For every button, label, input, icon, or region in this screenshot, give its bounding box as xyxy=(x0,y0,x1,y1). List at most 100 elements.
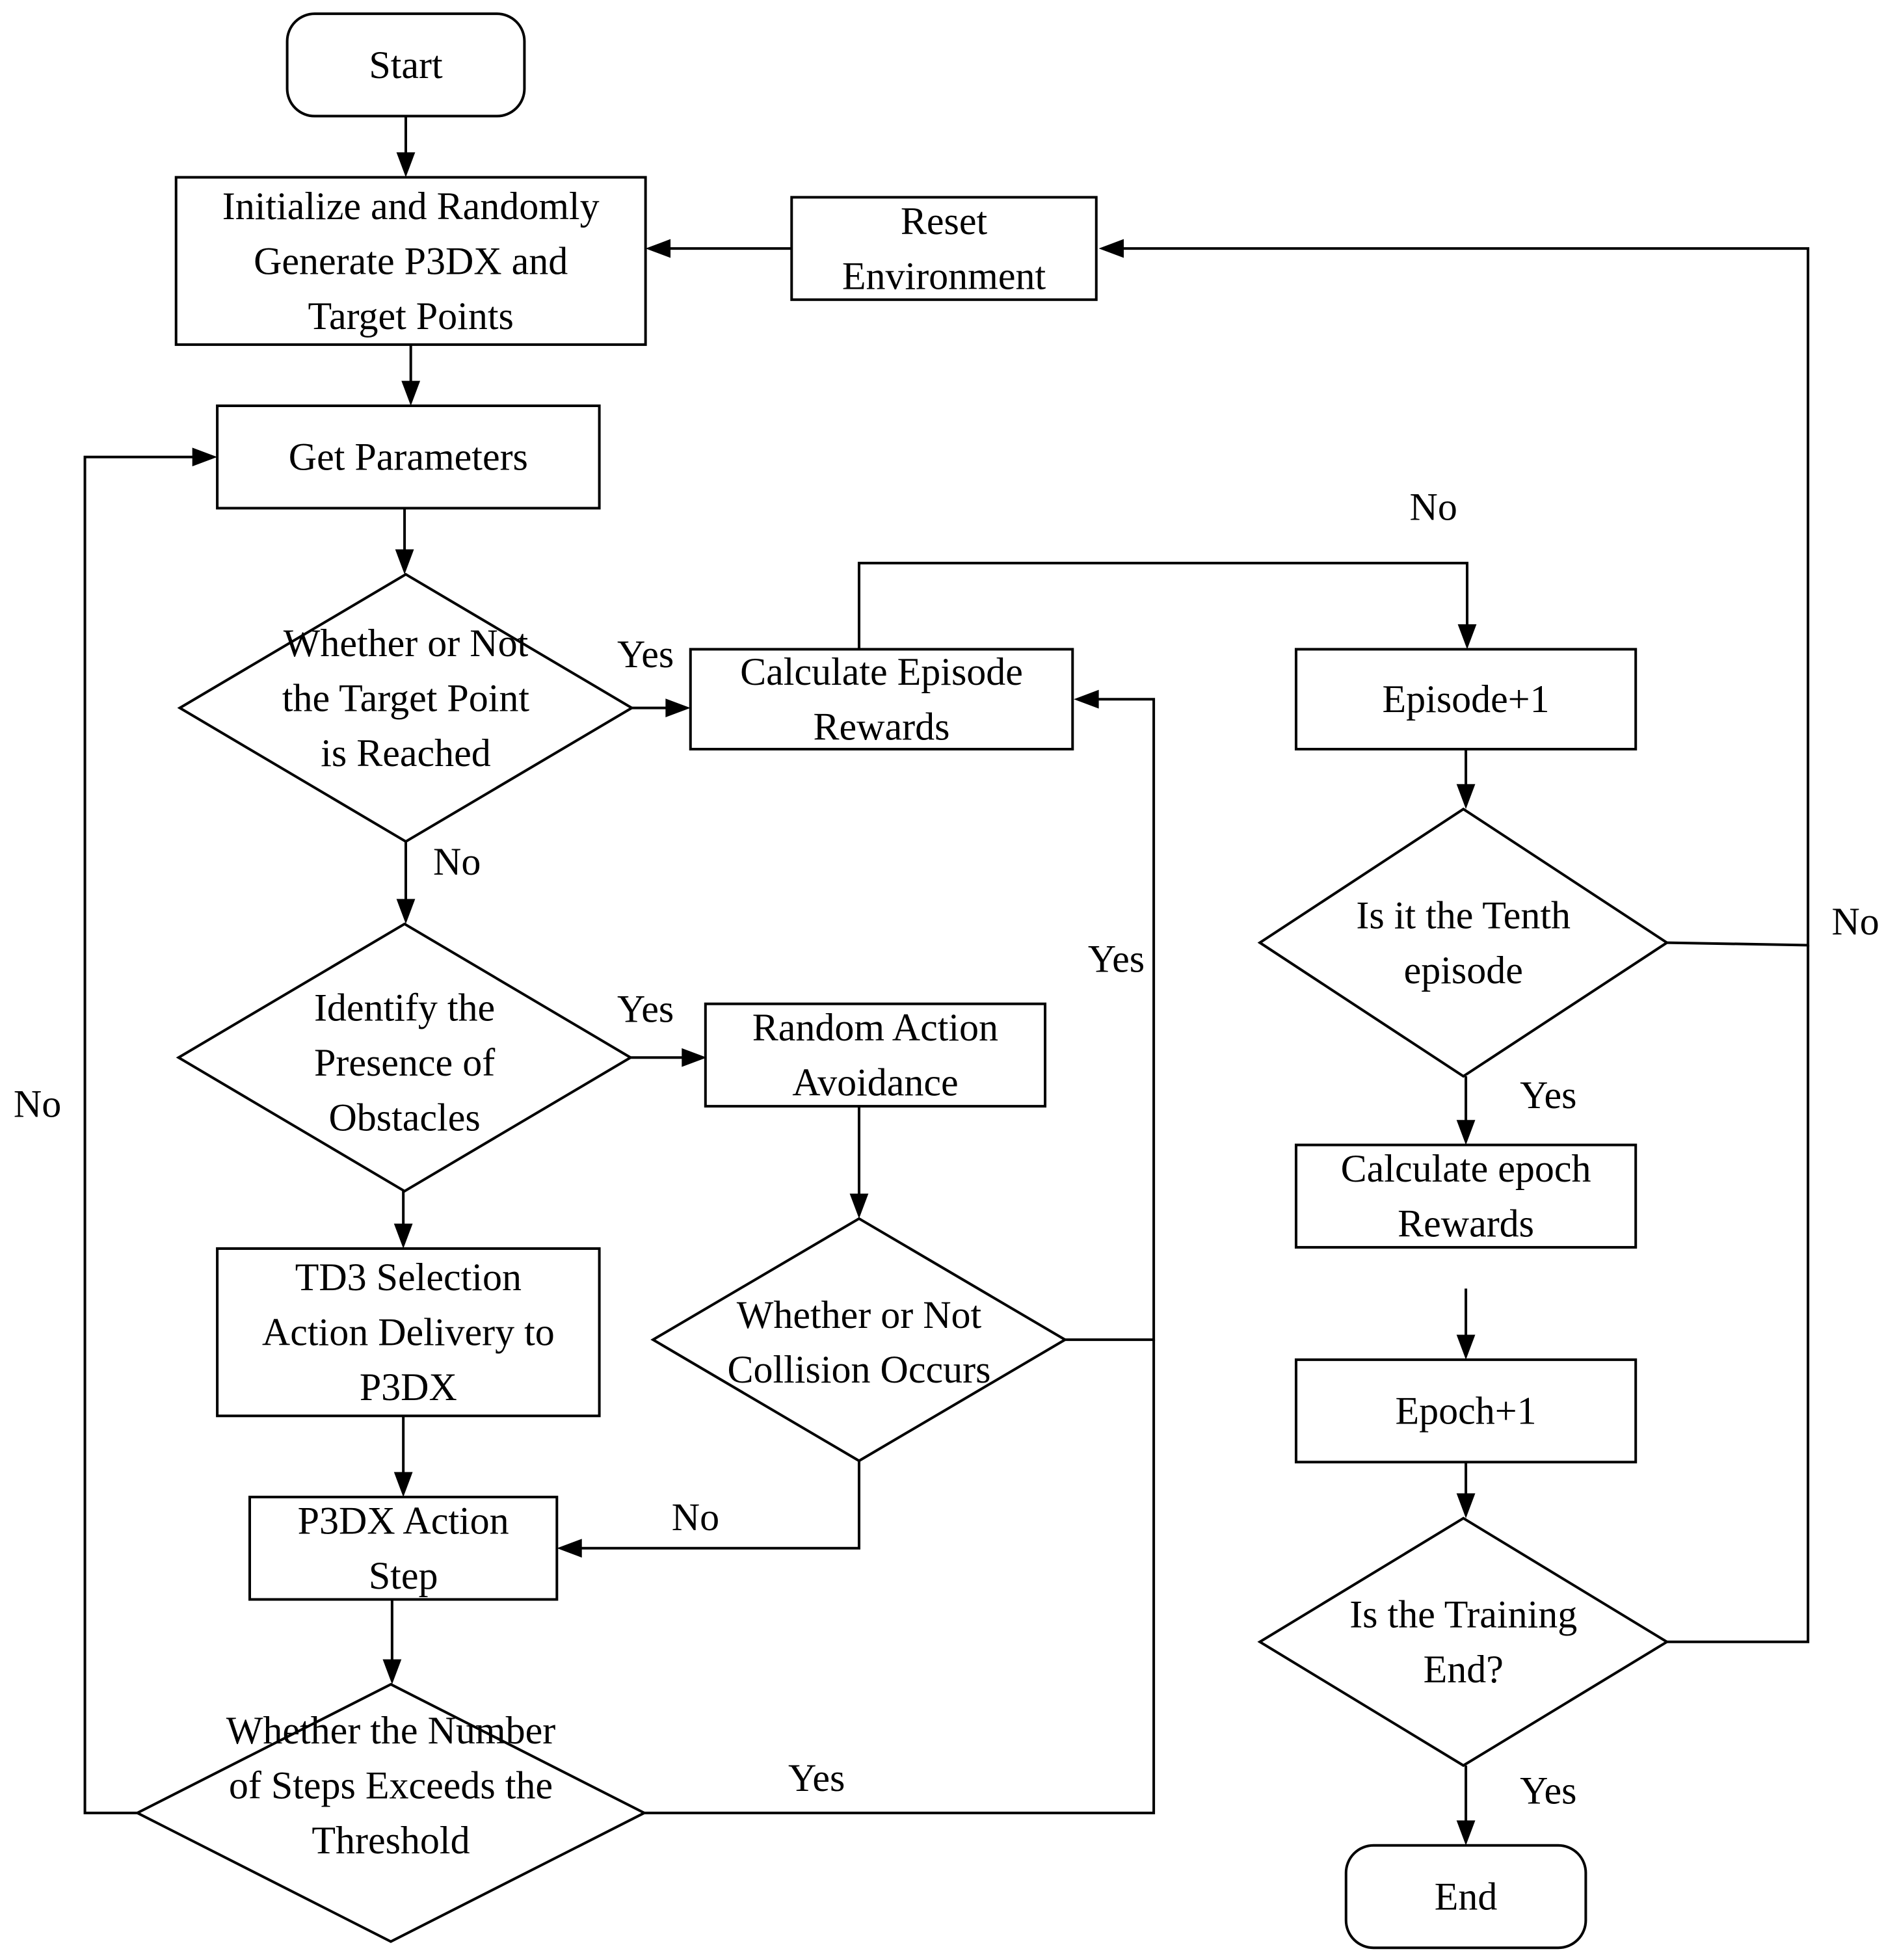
node-label: Step xyxy=(369,1554,438,1597)
edge-label: No xyxy=(433,840,481,883)
edge-training-reset xyxy=(1667,945,1810,1643)
node-label: episode xyxy=(1404,949,1523,992)
node-label: Environment xyxy=(842,254,1046,297)
node-label: Is it the Tenth xyxy=(1356,894,1571,936)
node-label: Presence of xyxy=(314,1041,495,1084)
node-label: Avoidance xyxy=(792,1061,958,1104)
edge-target-calcep: Yes xyxy=(617,633,691,718)
edge-start-init xyxy=(396,116,416,178)
edge-calcep-episode: No xyxy=(857,486,1477,650)
node-label: Epoch+1 xyxy=(1396,1390,1537,1433)
edge-getparams-target xyxy=(395,508,414,575)
edge-label: Yes xyxy=(788,1756,845,1799)
decision-diamond xyxy=(1257,807,1669,1078)
node-label: Threshold xyxy=(312,1819,470,1862)
arrow-head xyxy=(396,899,416,924)
node-label: Target Points xyxy=(308,295,514,338)
edge-training-end: Yes xyxy=(1456,1765,1576,1846)
process-box xyxy=(1294,1358,1638,1464)
arrow-head xyxy=(849,1193,869,1219)
edge-label: Yes xyxy=(1520,1769,1576,1812)
edge-tenth-calcepoch: Yes xyxy=(1456,1074,1576,1145)
decision-diamond xyxy=(1257,1516,1670,1768)
connector-line xyxy=(857,561,1468,650)
edge-label: No xyxy=(1831,900,1879,943)
edge-td3-step xyxy=(393,1416,413,1498)
edge-init-getparams xyxy=(401,344,421,406)
edge-collision-step: No xyxy=(557,1461,860,1558)
connector-line xyxy=(644,1340,1156,1814)
edge-label: Yes xyxy=(1520,1074,1576,1117)
node-label: Collision Occurs xyxy=(727,1348,990,1391)
edge-collision-calcep: Yes xyxy=(1065,689,1156,1342)
node-label: Reset xyxy=(901,200,988,243)
edge-tenth-reset: No xyxy=(1098,239,1879,947)
arrow-head xyxy=(557,1539,582,1558)
node-label: TD3 Selection xyxy=(295,1256,522,1299)
node-label: Rewards xyxy=(1398,1202,1534,1245)
process-box xyxy=(174,176,647,346)
arrow-head xyxy=(1456,1493,1476,1518)
arrow-head xyxy=(682,1048,707,1067)
process-box xyxy=(216,1247,601,1418)
arrow-head xyxy=(1098,239,1124,258)
decision-diamond xyxy=(650,1217,1068,1463)
edge-reset-init xyxy=(645,239,792,258)
process-box xyxy=(790,196,1098,301)
node-end: End xyxy=(1344,1844,1587,1950)
node-label: End? xyxy=(1424,1648,1504,1691)
node-episode: Episode+1 xyxy=(1294,648,1638,751)
arrow-head xyxy=(395,549,414,575)
edge-label: No xyxy=(1409,486,1457,529)
process-box xyxy=(1294,648,1638,751)
edge-label: Yes xyxy=(617,987,674,1030)
connector-line xyxy=(83,455,196,1814)
node-label: Is the Training xyxy=(1349,1593,1577,1636)
edge-epoch-training xyxy=(1456,1462,1476,1518)
node-label: Rewards xyxy=(814,705,950,748)
edge-steps-calcep: Yes xyxy=(644,1340,1156,1814)
node-label: Identify the xyxy=(314,986,495,1029)
node-label: Calculate epoch xyxy=(1341,1147,1591,1190)
node-epoch: Epoch+1 xyxy=(1294,1358,1638,1464)
node-label: of Steps Exceeds the xyxy=(229,1764,553,1807)
edge-label: No xyxy=(672,1496,719,1539)
arrow-head xyxy=(665,698,691,718)
node-label: is Reached xyxy=(321,732,491,775)
arrow-head xyxy=(401,380,421,406)
process-box xyxy=(216,404,601,510)
decision-diamond xyxy=(134,1682,648,1943)
arrow-head xyxy=(1456,1334,1476,1360)
node-label: Obstacles xyxy=(328,1096,480,1139)
edge-target-obstacle: No xyxy=(396,840,481,924)
node-label: the Target Point xyxy=(282,676,530,719)
connector-line xyxy=(1065,698,1156,1342)
arrow-head xyxy=(396,152,416,178)
edge-step-steps xyxy=(382,1599,402,1685)
node-label: Whether or Not xyxy=(737,1293,982,1336)
node-label: P3DX xyxy=(360,1366,457,1409)
arrow-head xyxy=(1456,1120,1476,1145)
edge-label: Yes xyxy=(1088,938,1145,981)
process-box xyxy=(689,648,1074,751)
arrow-head xyxy=(393,1223,413,1249)
arrow-head xyxy=(1457,624,1477,650)
edge-obstacle-td3 xyxy=(393,1191,413,1249)
node-label: Whether the Number xyxy=(226,1709,555,1752)
node-label: Get Parameters xyxy=(289,436,528,479)
connector-line xyxy=(1667,945,1810,1643)
edge-label: No xyxy=(14,1082,61,1125)
node-label: Start xyxy=(369,44,443,86)
